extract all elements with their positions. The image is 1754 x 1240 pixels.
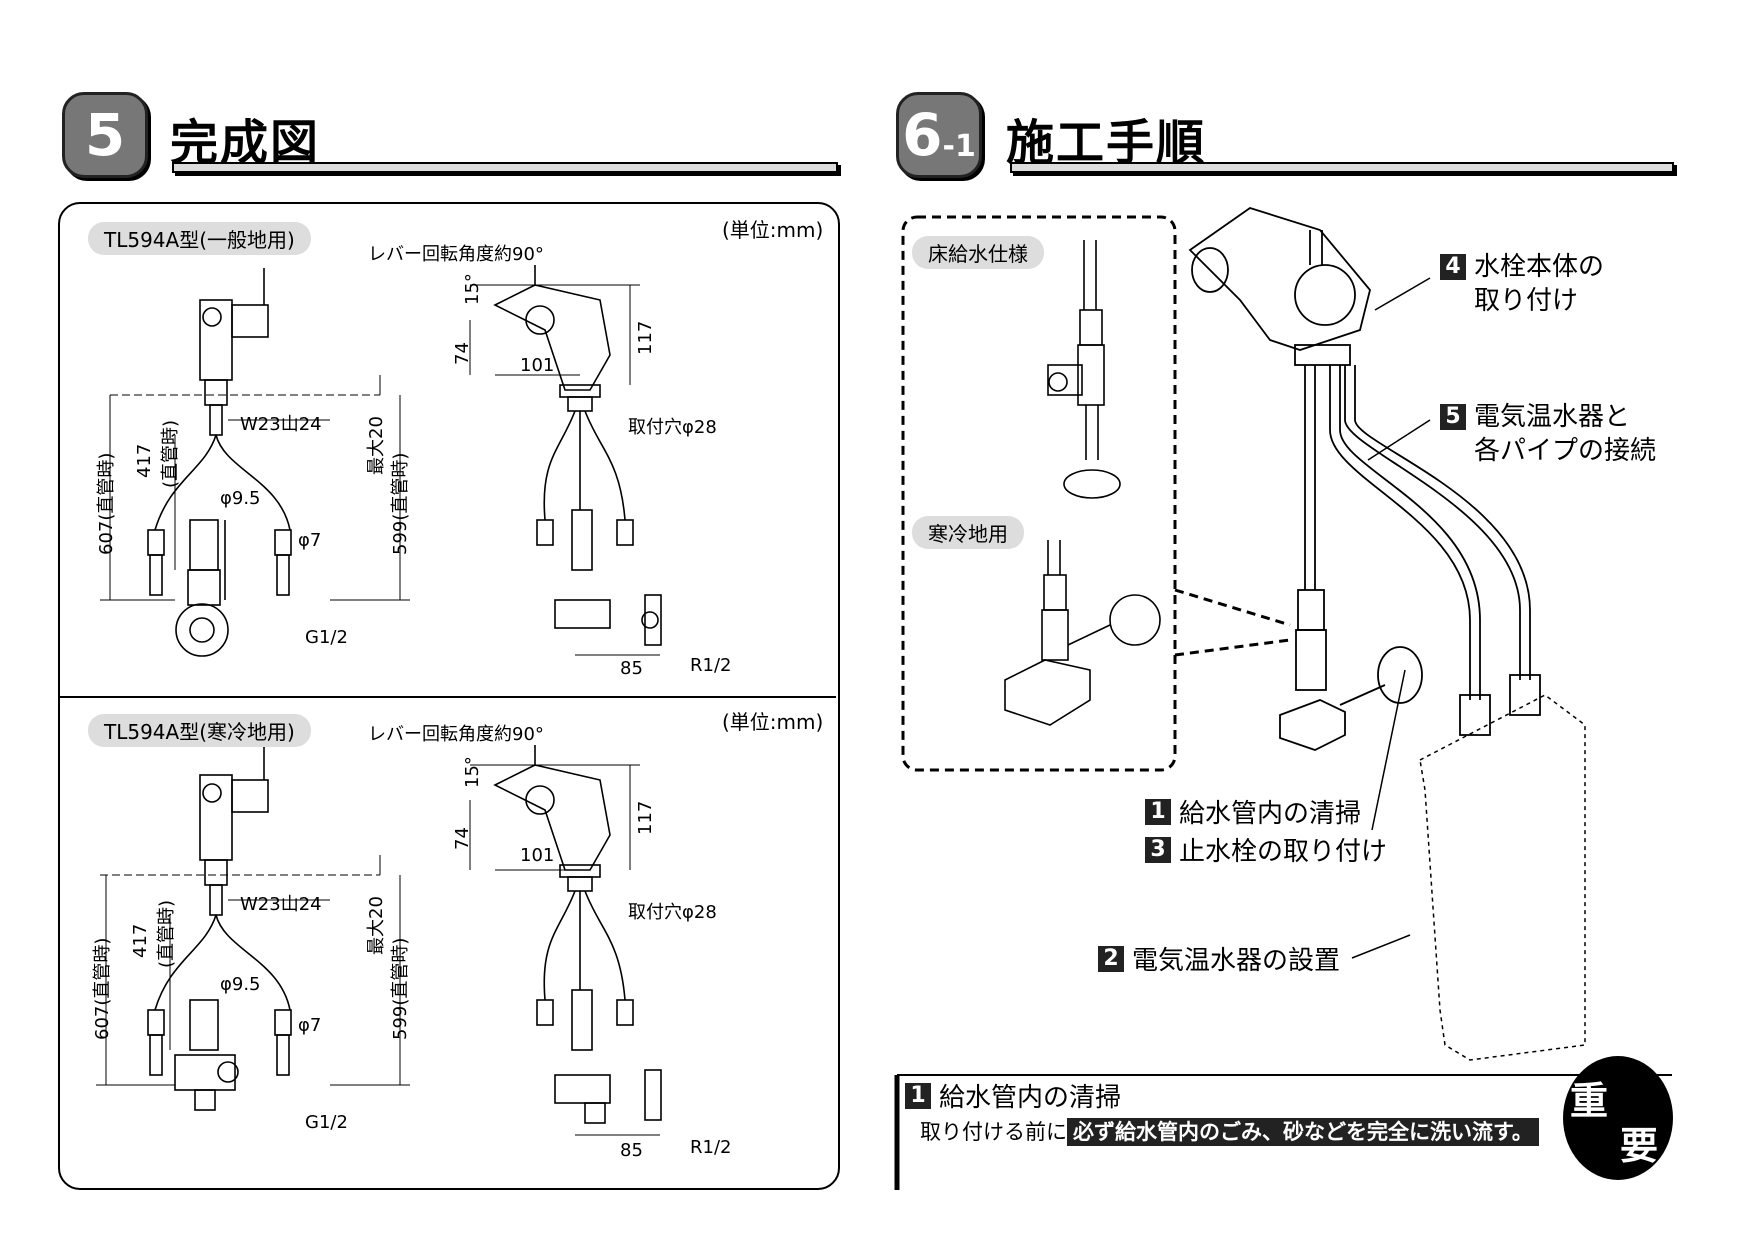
step-5-number: 5 <box>1440 404 1466 430</box>
step-4-line1: 水栓本体の <box>1474 252 1605 282</box>
top-hole: 取付穴φ28 <box>628 417 717 438</box>
top-d417b: (直管時) <box>160 419 181 488</box>
bottom-r12: R1/2 <box>690 1137 732 1158</box>
bottom-w23: W23山24 <box>240 894 322 915</box>
step-3-number: 3 <box>1145 836 1171 863</box>
top-d101: 101 <box>520 355 555 376</box>
step-1-number: 1 <box>1145 798 1171 825</box>
step-5-line1: 電気温水器と <box>1474 402 1631 432</box>
section-5-badge: 5 <box>62 92 148 178</box>
top-phi7: φ7 <box>298 530 322 551</box>
top-max20: 最大20 <box>366 416 387 475</box>
note-title: 1 給水管内の清掃 <box>905 1077 1121 1114</box>
completion-drawing-panel <box>58 202 840 1190</box>
top-d599: 599(直管時) <box>390 452 411 555</box>
inset-floor-label: 床給水仕様 <box>912 236 1044 269</box>
bottom-d85: 85 <box>620 1140 643 1161</box>
inset-cold-label: 寒冷地用 <box>912 516 1024 549</box>
step-1-label: 1 給水管内の清掃 <box>1145 793 1361 830</box>
step-5-line2: 各パイプの接続 <box>1474 436 1657 466</box>
note-number: 1 <box>905 1082 931 1109</box>
step-2-number: 2 <box>1098 945 1124 972</box>
bottom-hole: 取付穴φ28 <box>628 902 717 923</box>
top-d74: 74 <box>452 342 473 365</box>
step-4-line2: 取り付け <box>1474 286 1579 316</box>
front-view-top <box>147 268 292 657</box>
bottom-g12: G1/2 <box>305 1112 348 1133</box>
top-d417: 417 <box>134 443 155 478</box>
important-badge-char2: 要 <box>1620 1124 1659 1168</box>
bottom-d417: 417 <box>130 923 151 958</box>
section-6-title: 施工手順 <box>1006 115 1207 171</box>
bottom-d117: 117 <box>635 800 656 835</box>
section-5-title: 完成図 <box>170 115 321 171</box>
section-6-number: 6 <box>902 101 943 169</box>
side-dims-top <box>469 284 660 656</box>
step-1-text: 給水管内の清掃 <box>1179 799 1362 829</box>
note-body: 取り付ける前に必ず給水管内のごみ、砂などを完全に洗い流す。 <box>920 1116 1539 1146</box>
bottom-d101: 101 <box>520 845 555 866</box>
bottom-deg15: 15° <box>462 756 483 788</box>
side-view-top <box>493 265 662 646</box>
important-badge-char1: 重 <box>1570 1079 1609 1123</box>
bottom-d607: 607(直管時) <box>92 937 113 1040</box>
bottom-model-label: TL594A型(寒冷地用) <box>88 714 311 747</box>
top-unit-label: (単位:mm) <box>722 218 824 242</box>
section-5-rule <box>172 162 838 173</box>
inset-floor-drawing <box>1047 240 1121 499</box>
bottom-phi95: φ9.5 <box>220 974 261 995</box>
step-3-label: 3 止水栓の取り付け <box>1145 831 1387 868</box>
important-badge-bg <box>1563 1056 1673 1180</box>
note-title-text: 給水管内の清掃 <box>939 1083 1122 1113</box>
top-deg15: 15° <box>462 273 483 305</box>
faucet-assembly <box>1188 207 1541 751</box>
top-lever-label: レバー回転角度約90° <box>368 244 544 265</box>
top-phi95: φ9.5 <box>220 488 261 509</box>
step-4-label: 4 水栓本体の 取り付け <box>1440 250 1604 318</box>
bottom-d417b: (直管時) <box>156 899 177 968</box>
section-5-number: 5 <box>84 101 126 169</box>
bottom-max20: 最大20 <box>366 896 387 955</box>
top-d607: 607(直管時) <box>96 452 117 555</box>
bottom-d599: 599(直管時) <box>390 937 411 1040</box>
front-view-bottom <box>147 745 292 1111</box>
top-g12: G1/2 <box>305 627 348 648</box>
side-dims-bottom <box>469 764 660 1136</box>
note-emphasis: 必ず給水管内のごみ、砂などを完全に洗い流す。 <box>1067 1118 1539 1146</box>
inset-cold-drawing <box>1004 540 1161 726</box>
section-6-badge: 6-1 <box>896 92 982 178</box>
note-prefix: 取り付ける前に <box>920 1120 1067 1144</box>
top-model-label: TL594A型(一般地用) <box>88 222 311 255</box>
top-d117: 117 <box>635 320 656 355</box>
top-r12: R1/2 <box>690 655 732 676</box>
step-2-text: 電気温水器の設置 <box>1132 946 1341 976</box>
step-3-text: 止水栓の取り付け <box>1179 837 1388 867</box>
section-6-rule <box>1010 162 1674 173</box>
bottom-phi7: φ7 <box>298 1015 322 1036</box>
section-6-sub: -1 <box>942 128 976 164</box>
bottom-lever-label: レバー回転角度約90° <box>368 724 544 745</box>
bottom-d74: 74 <box>452 827 473 850</box>
step-5-label: 5 電気温水器と 各パイプの接続 <box>1440 400 1656 468</box>
step-2-label: 2 電気温水器の設置 <box>1098 940 1340 977</box>
water-heater <box>1419 694 1586 1061</box>
front-dims-top <box>100 375 410 601</box>
top-d85: 85 <box>620 658 643 679</box>
inset-box <box>901 215 1177 772</box>
step-4-number: 4 <box>1440 254 1466 280</box>
side-view-bottom <box>493 745 662 1124</box>
front-dims-bottom <box>96 855 410 1086</box>
bottom-unit-label: (単位:mm) <box>722 710 824 734</box>
top-w23: W23山24 <box>240 414 322 435</box>
